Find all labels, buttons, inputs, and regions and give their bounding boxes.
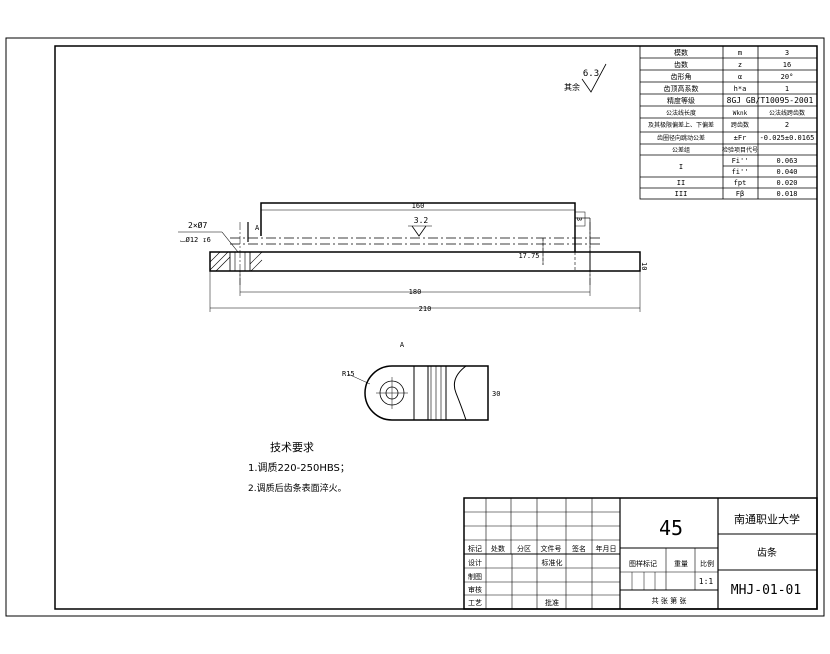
- param-label-pressure-angle: 齿形角: [671, 72, 692, 81]
- view-a: A R15 30: [342, 341, 500, 421]
- dimension-210: 210: [209, 271, 641, 313]
- param-value-module: 3: [785, 49, 789, 57]
- rack-main-view: [209, 202, 641, 285]
- param-label-module: 模数: [674, 48, 688, 57]
- width-30-text: 30: [492, 390, 500, 398]
- tb-row-drawing: 制图: [468, 572, 482, 581]
- tb-standardization: 标准化: [542, 558, 563, 567]
- tb-approval: 批准: [545, 598, 559, 607]
- roughness-general-value: 6.3: [583, 69, 599, 79]
- dimension-180: 180: [239, 271, 591, 296]
- radius-r15-text: R15: [342, 370, 355, 378]
- tb-header-sign: 签名: [572, 544, 586, 553]
- dim-step-text: 3: [575, 217, 583, 221]
- tb-row-design: 设计: [468, 558, 482, 567]
- hole-callout: 2×Ø7 ⌴Ø12 ↧6: [178, 220, 239, 253]
- dimension-step: 3: [574, 211, 586, 227]
- title-block: [463, 497, 818, 610]
- param-value-teeth: 16: [783, 61, 791, 69]
- surface-roughness-value: 3.2: [414, 216, 429, 225]
- param-value-pressure-angle: 20°: [781, 73, 794, 81]
- param-symbol-runout: ±Fr: [734, 134, 747, 142]
- tb-row-process: 工艺: [468, 599, 482, 607]
- tb-drawing-number: MHJ-01-01: [731, 583, 801, 598]
- tb-header-zone: 分区: [517, 544, 531, 553]
- tb-school: 南通职业大学: [734, 512, 800, 526]
- param-value-runout: -0.025±0.0165: [760, 134, 815, 142]
- tb-stage-label: 图样标记: [629, 559, 657, 568]
- general-roughness-symbol: 其余 6.3: [564, 63, 607, 93]
- param-label-accuracy: 精度等级: [667, 96, 695, 105]
- tech-req-title: 技术要求: [270, 441, 314, 454]
- counterbore-dimension: ⌴Ø12 ↧6: [180, 236, 211, 244]
- tb-scale-value: 1:1: [699, 577, 714, 586]
- param-group-1: I: [679, 163, 683, 171]
- section-label-a: A: [255, 224, 260, 232]
- roughness-other-label: 其余: [564, 82, 580, 92]
- tech-req-item-1: 1.调质220-250HBS；: [248, 462, 350, 474]
- dim-160-text: 160: [412, 202, 425, 210]
- section-marker-a: A: [247, 222, 260, 242]
- tb-scale-label: 比例: [700, 559, 714, 568]
- param-label-addendum: 齿顶高系数: [664, 84, 699, 93]
- param-symbol-fi1: Fi'': [732, 157, 749, 165]
- param-label-span: 跨齿数: [731, 121, 749, 129]
- param-label-runout: 齿圈径向跳动公差: [657, 134, 705, 142]
- outer-border: [5, 37, 825, 617]
- tb-sheet-text: 共 张 第 张: [652, 596, 687, 605]
- view-a-label: A: [400, 341, 405, 349]
- tb-header-file: 文件号: [541, 544, 562, 553]
- dim-10-text: 10: [640, 262, 648, 270]
- param-value-fpt: 0.020: [776, 179, 797, 187]
- param-symbol-addendum: h*a: [734, 85, 747, 93]
- param-label-base-tangent: 公法线长度: [666, 109, 696, 117]
- param-value-span: 2: [785, 121, 789, 129]
- param-value-accuracy: 8GJ GB/T10095-2001: [727, 96, 814, 105]
- param-symbol-pressure-angle: α: [738, 73, 742, 81]
- tb-row-review: 审核: [468, 585, 482, 594]
- param-value-addendum: 1: [785, 85, 789, 93]
- tech-req-item-2: 2.调质后齿条表面淬火。: [248, 482, 347, 494]
- parameter-table: [639, 45, 818, 200]
- param-label-group: 公差组: [672, 146, 690, 154]
- tb-weight-label: 重量: [674, 560, 688, 568]
- param-group-3: III: [675, 190, 688, 198]
- dimension-160: 160: [261, 202, 575, 211]
- param-symbol-fbeta: Fβ: [736, 190, 744, 198]
- tb-header-date: 年月日: [596, 544, 617, 553]
- param-label-teeth: 齿数: [674, 60, 688, 69]
- param-symbol-teeth: z: [738, 61, 742, 69]
- tb-header-count: 处数: [491, 544, 505, 553]
- param-value-fbeta: 0.018: [776, 190, 797, 198]
- technical-requirements: 技术要求 1.调质220-250HBS； 2.调质后齿条表面淬火。: [248, 441, 350, 494]
- dim-1775-text: 17.75: [518, 252, 539, 260]
- param-value-fi2: 0.040: [776, 168, 797, 176]
- dimension-10: 10: [640, 262, 648, 270]
- tb-material: 45: [659, 516, 683, 540]
- param-label-check-item: 检验项目代号: [722, 146, 758, 154]
- param-symbol-base-tangent: Wknk: [733, 110, 748, 117]
- surface-roughness-symbol: 3.2: [408, 216, 432, 237]
- param-group-2: II: [677, 179, 685, 187]
- inner-frame: [54, 45, 818, 610]
- holes-dimension: 2×Ø7: [188, 220, 207, 230]
- param-value-fi1: 0.063: [776, 157, 797, 165]
- tb-header-mark: 标记: [468, 544, 482, 553]
- param-symbol-module: m: [738, 49, 742, 57]
- dim-180-text: 180: [409, 288, 422, 296]
- dimension-17-75: 17.75: [518, 238, 544, 265]
- param-symbol-fpt: fpt: [734, 179, 747, 187]
- tb-part-name: 齿条: [757, 546, 777, 559]
- dim-210-text: 210: [419, 305, 432, 313]
- param-symbol-fi2: fi'': [732, 168, 749, 176]
- param-label-deviation: 及其极限偏差上、下偏差: [648, 121, 714, 129]
- roughness-check-mark: [581, 63, 607, 93]
- param-value-base-tangent: 公法线跨齿数: [769, 109, 805, 117]
